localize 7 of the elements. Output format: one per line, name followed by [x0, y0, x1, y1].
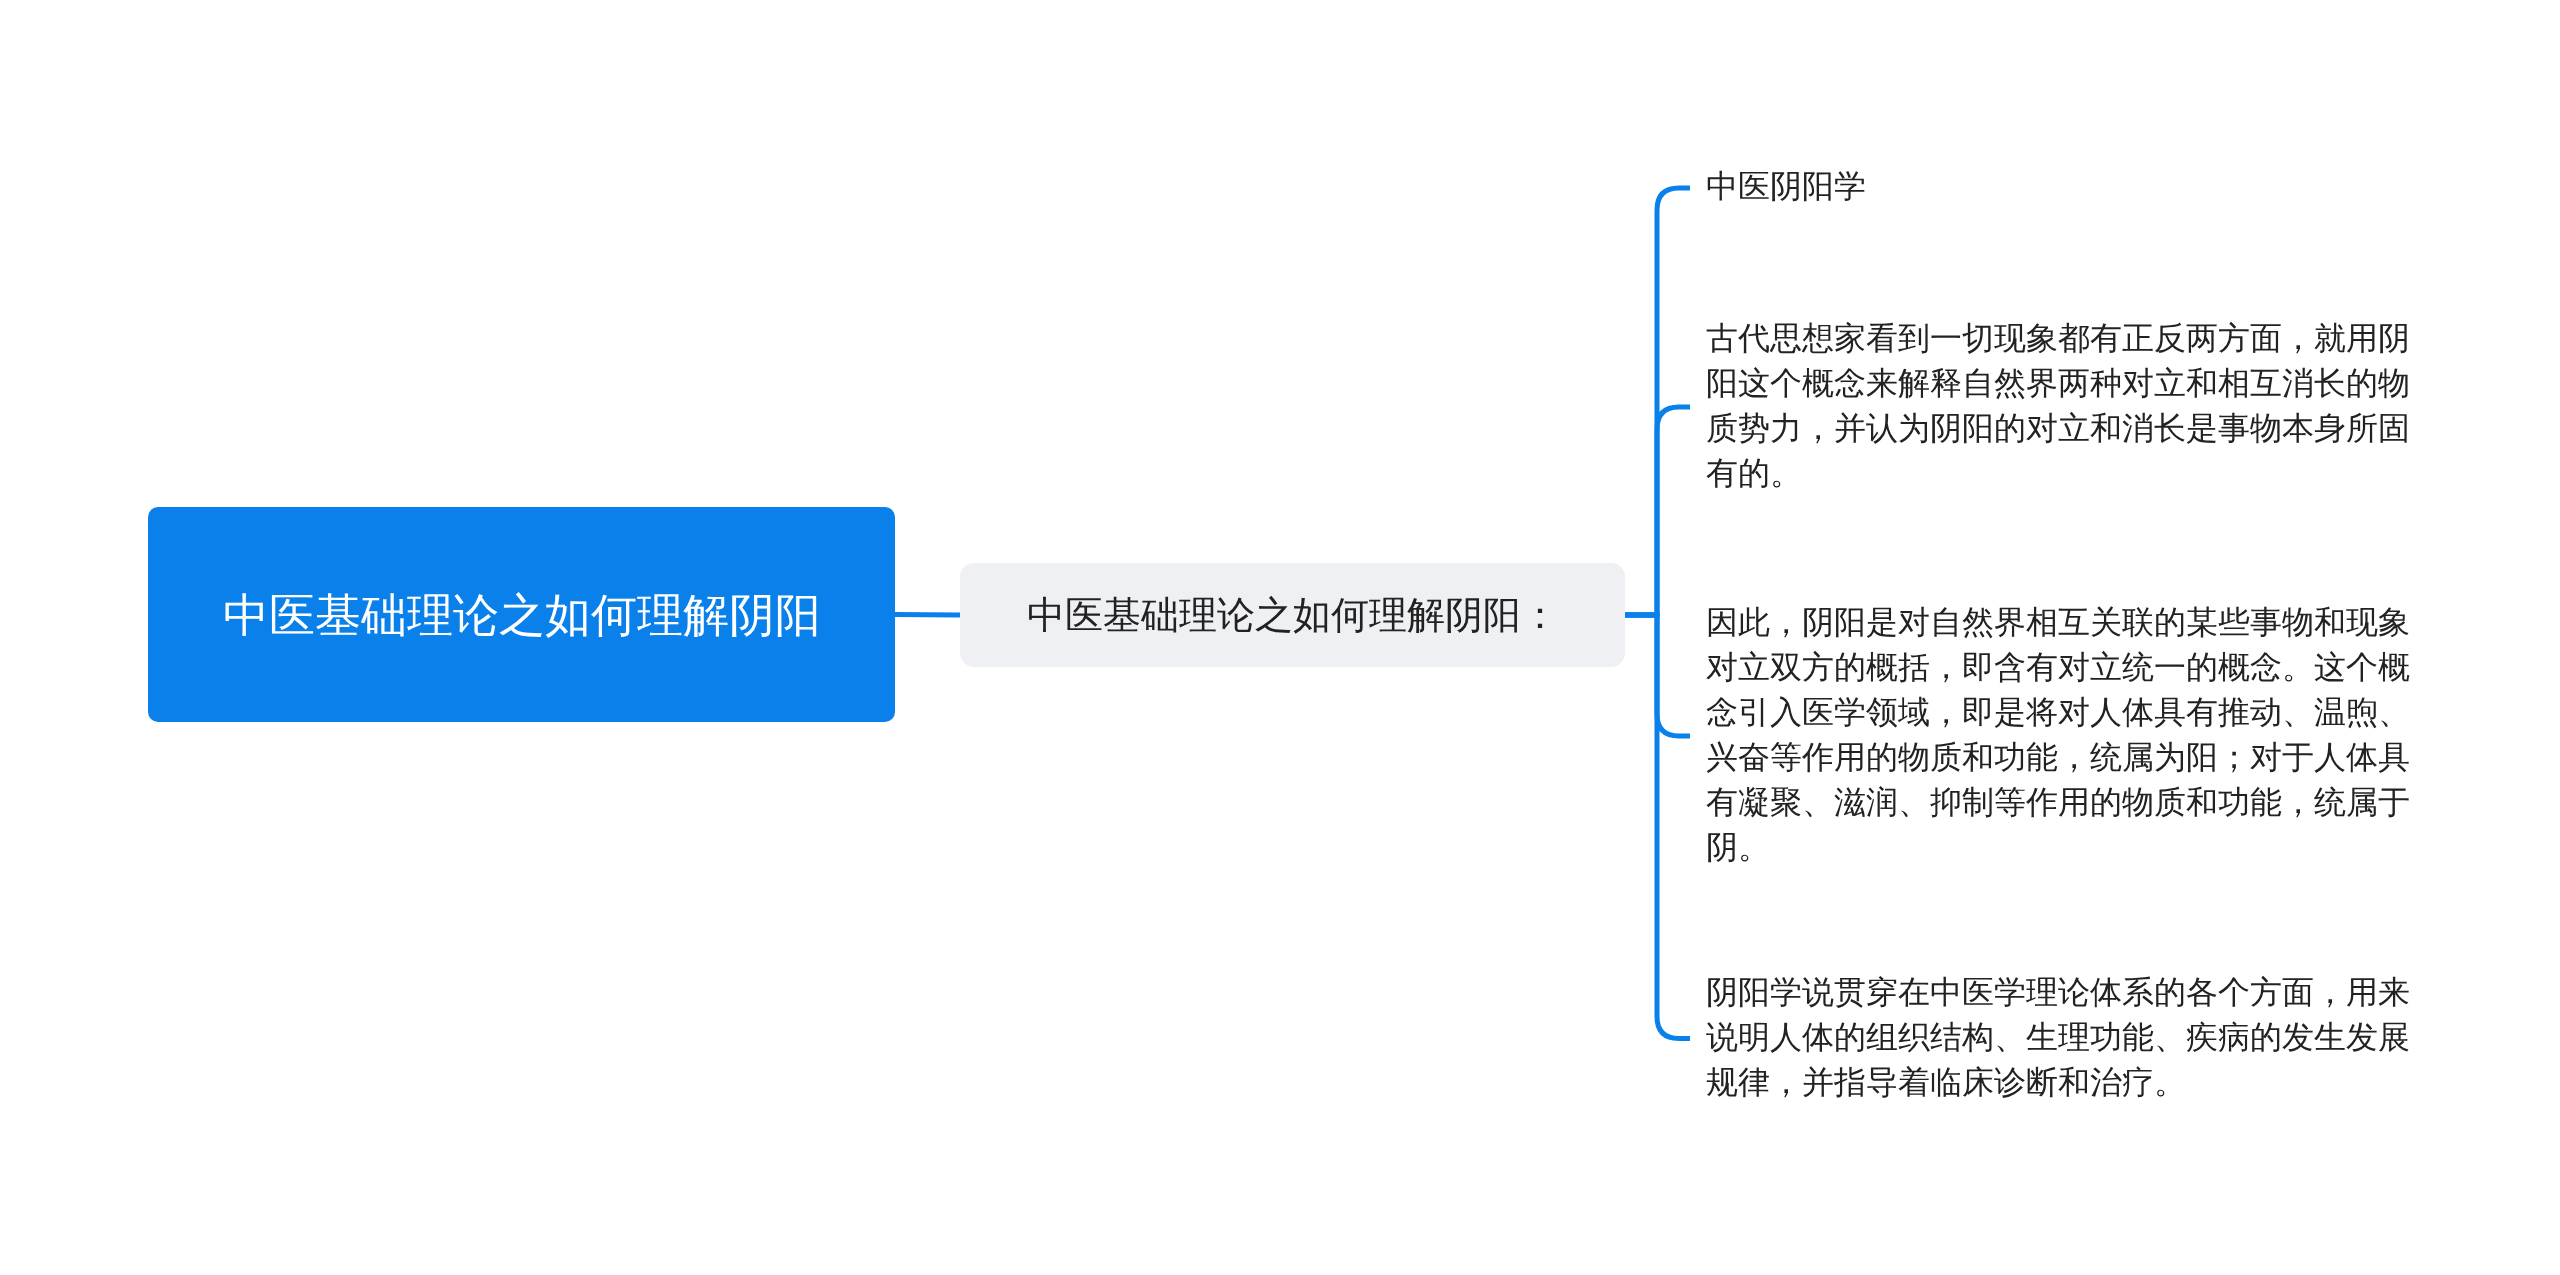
leaf-text: 古代思想家看到一切现象都有正反两方面，就用阴阳这个概念来解释自然界两种对立和相互消长的物质势力，并认为阴阳的对立和消长是事物本身所固有的。: [1690, 316, 2410, 498]
connector-line: [895, 612, 960, 618]
leaf-text: 阴阳学说贯穿在中医学理论体系的各个方面，用来说明人体的组织结构、生理功能、疾病的发生发展规律，并指导着临床诊断和治疗。: [1690, 970, 2410, 1107]
leaf-text: 中医阴阳学: [1690, 164, 2410, 212]
leaf-text: 因此，阴阳是对自然界相互关联的某些事物和现象对立双方的概括，即含有对立统一的概念。这个概念引入医学领域，即是将对人体具有推动、温煦、兴奋等作用的物质和功能，统属为阳；对于人体具有凝聚、滋润、抑制等作用的物质和功能，统属于阴。: [1690, 600, 2410, 872]
topic-box: 中医基础理论之如何理解阴阳：: [960, 563, 1625, 667]
root-topic-box: 中医基础理论之如何理解阴阳: [148, 507, 895, 722]
